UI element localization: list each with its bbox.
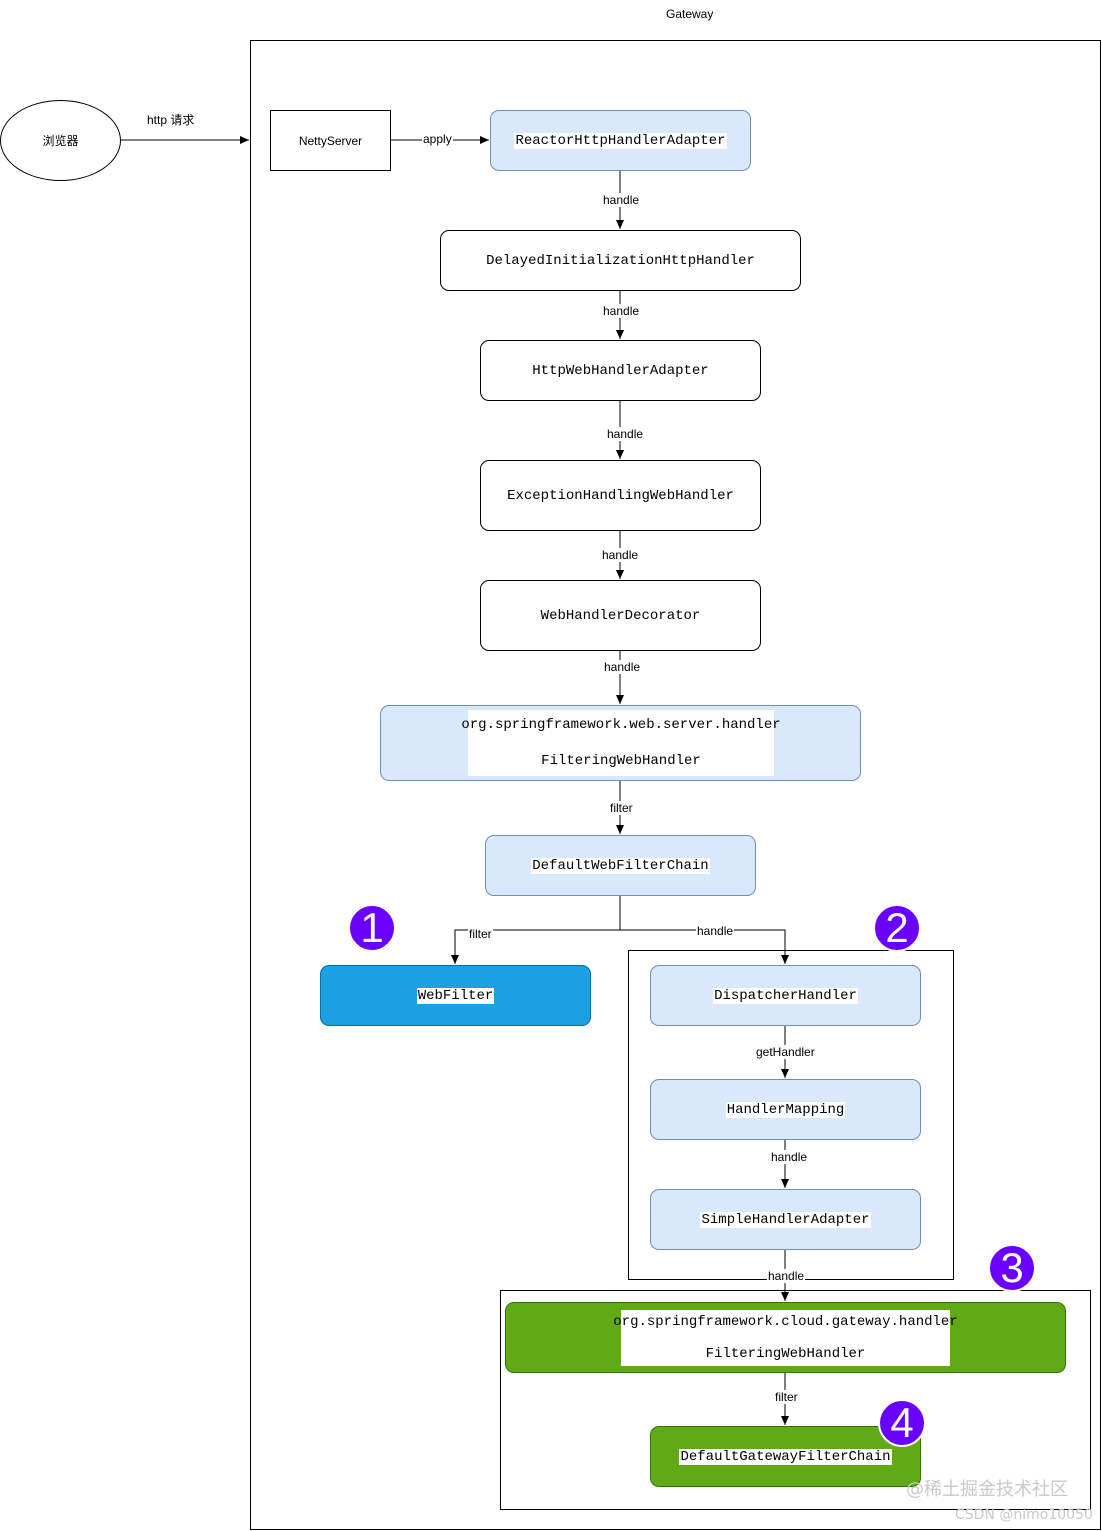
handle-simple-label: handle xyxy=(770,1150,809,1164)
edge-handle-dispatcher xyxy=(620,929,789,964)
http-request-label: http 请求 xyxy=(146,113,196,127)
gateway-filtering-web-handler-text: org.springframework.cloud.gateway.handle… xyxy=(613,1310,958,1366)
handle-label-2: handle xyxy=(602,304,641,318)
server-filtering-web-handler-class: FilteringWebHandler xyxy=(541,753,701,769)
handle-label-4: handle xyxy=(601,548,640,562)
netty-server-label: NettyServer xyxy=(298,133,363,148)
filter-webfilter-label: filter xyxy=(468,927,493,941)
gateway-boundary xyxy=(250,40,1101,1530)
default-web-filter-chain-node: DefaultWebFilterChain xyxy=(485,835,756,896)
handle-dispatcher-label: handle xyxy=(696,924,735,938)
web-filter-label: WebFilter xyxy=(416,987,495,1004)
server-filtering-web-handler-node: org.springframework.web.server.handler F… xyxy=(380,705,861,781)
badge-2: 2 xyxy=(873,904,921,952)
web-handler-decorator-node: WebHandlerDecorator xyxy=(480,580,761,651)
default-gateway-filter-chain-label: DefaultGatewayFilterChain xyxy=(679,1448,892,1465)
handle-label-1: handle xyxy=(602,193,641,207)
handle-gateway-label: handle xyxy=(767,1269,806,1283)
browser-label: 浏览器 xyxy=(42,134,79,148)
badge-1: 1 xyxy=(348,904,396,952)
csdn-watermark: CSDN @nimo10050 xyxy=(955,1507,1093,1523)
delayed-initialization-http-handler-label: DelayedInitializationHttpHandler xyxy=(486,252,755,269)
http-web-handler-adapter-label: HttpWebHandlerAdapter xyxy=(532,362,709,379)
delayed-initialization-http-handler-node: DelayedInitializationHttpHandler xyxy=(440,230,801,291)
filter-label-1: filter xyxy=(609,801,634,815)
get-handler-label: getHandler xyxy=(755,1045,816,1059)
reactor-http-handler-adapter-node: ReactorHttpHandlerAdapter xyxy=(490,110,751,171)
juejin-watermark: @稀土掘金技术社区 xyxy=(906,1479,1068,1500)
dispatcher-handler-label: DispatcherHandler xyxy=(713,987,858,1004)
browser-ellipse: 浏览器 xyxy=(0,100,121,181)
http-web-handler-adapter-node: HttpWebHandlerAdapter xyxy=(480,340,761,401)
apply-label: apply xyxy=(422,132,453,146)
netty-server-node: NettyServer xyxy=(270,110,391,171)
handle-label-5: handle xyxy=(603,660,642,674)
gateway-title: Gateway xyxy=(666,7,714,21)
handle-label-3: handle xyxy=(606,427,645,441)
exception-handling-web-handler-label: ExceptionHandlingWebHandler xyxy=(507,487,734,504)
simple-handler-adapter-label: SimpleHandlerAdapter xyxy=(700,1211,871,1228)
edge-filter-webfilter xyxy=(451,895,621,964)
exception-handling-web-handler-node: ExceptionHandlingWebHandler xyxy=(480,460,761,531)
gateway-filtering-web-handler-package: org.springframework.cloud.gateway.handle… xyxy=(613,1314,958,1330)
group-3-boundary xyxy=(500,1290,1091,1510)
handler-mapping-node: HandlerMapping xyxy=(650,1079,921,1140)
badge-4: 4 xyxy=(878,1399,926,1447)
web-filter-node: WebFilter xyxy=(320,965,591,1026)
default-gateway-filter-chain-node: DefaultGatewayFilterChain xyxy=(650,1426,921,1487)
default-web-filter-chain-label: DefaultWebFilterChain xyxy=(531,857,710,874)
handler-mapping-label: HandlerMapping xyxy=(725,1101,846,1118)
dispatcher-handler-node: DispatcherHandler xyxy=(650,965,921,1026)
gateway-filtering-web-handler-node: org.springframework.cloud.gateway.handle… xyxy=(505,1302,1066,1373)
server-filtering-web-handler-text: org.springframework.web.server.handler F… xyxy=(461,710,781,776)
web-handler-decorator-label: WebHandlerDecorator xyxy=(540,607,701,624)
filter-gateway-label: filter xyxy=(774,1390,799,1404)
reactor-http-handler-adapter-label: ReactorHttpHandlerAdapter xyxy=(514,132,727,149)
simple-handler-adapter-node: SimpleHandlerAdapter xyxy=(650,1189,921,1250)
gateway-filtering-web-handler-class: FilteringWebHandler xyxy=(705,1346,866,1362)
badge-3: 3 xyxy=(988,1244,1036,1292)
server-filtering-web-handler-package: org.springframework.web.server.handler xyxy=(461,717,781,733)
